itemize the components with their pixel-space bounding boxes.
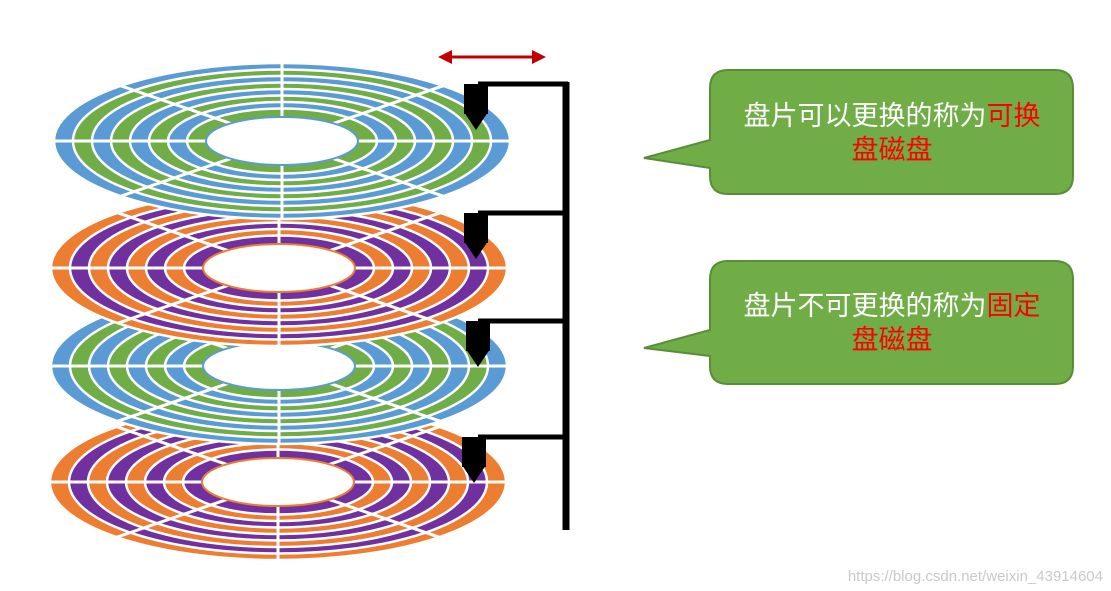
read-write-head-3: [466, 321, 490, 367]
callout-removable-text: 盘片可以更换的称为可换 盘磁盘: [712, 100, 1072, 168]
callout-fixed-highlight-1: 固定: [986, 291, 1041, 322]
spindle-hole: [201, 457, 355, 507]
platter-4: [48, 402, 508, 562]
platter-2: [49, 188, 509, 348]
callout-fixed-plain: 盘片不可更换的称为: [743, 291, 987, 322]
spindle-hole: [205, 116, 359, 166]
callout-fixed-text: 盘片不可更换的称为固定 盘磁盘: [712, 290, 1072, 358]
read-write-heads: [462, 84, 490, 483]
callout-removable-highlight-2: 盘磁盘: [851, 135, 933, 166]
seek-direction-arrow: [438, 50, 546, 64]
spindle-hole: [202, 341, 356, 391]
platter-1: [52, 61, 512, 221]
read-write-head-4: [462, 437, 486, 483]
callout-removable-highlight-1: 可换: [986, 101, 1041, 132]
callout-removable-plain: 盘片可以更换的称为: [743, 101, 987, 132]
actuator-assembly: [478, 81, 570, 530]
callout-fixed: [643, 260, 1074, 385]
watermark: https://blog.csdn.net/weixin_43914604: [847, 568, 1103, 585]
callout-removable: [643, 69, 1074, 195]
platter-stack: [48, 61, 512, 562]
read-write-head-2: [464, 213, 488, 259]
read-write-head-1: [464, 84, 488, 130]
callout-fixed-highlight-2: 盘磁盘: [851, 325, 933, 356]
spindle-hole: [202, 243, 356, 293]
